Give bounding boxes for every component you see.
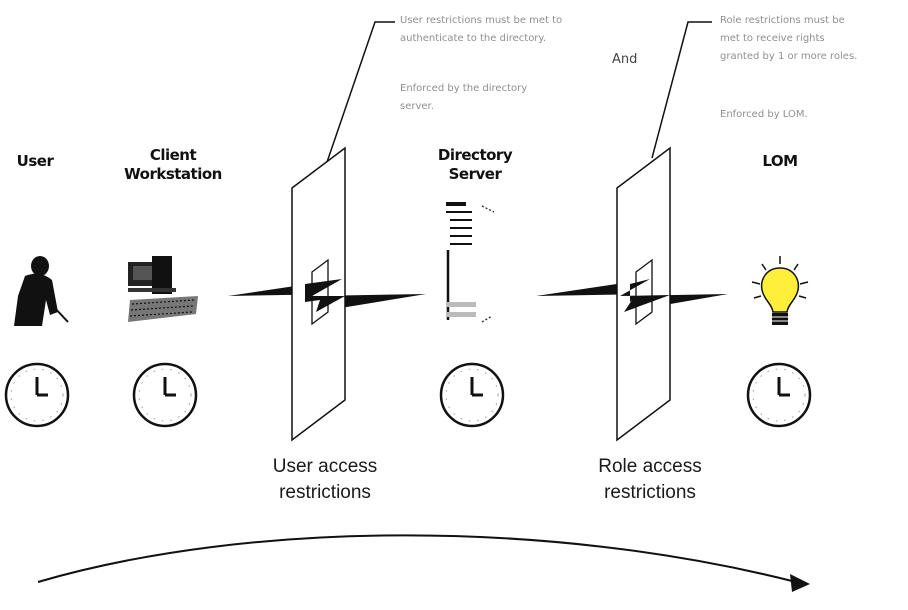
role-callout-leader [651, 21, 712, 159]
lom-label: LOM [762, 152, 798, 170]
client-workstation-label: Client Workstation [124, 146, 222, 183]
role-restriction-note: Role restrictions must be met to receive… [720, 15, 858, 62]
clock-icon [439, 362, 505, 428]
server-tower-icon [446, 202, 495, 323]
and-connector-text: And [612, 52, 638, 67]
user-callout-leader [325, 21, 395, 166]
role-access-barrier [616, 146, 671, 442]
user-label: User [16, 152, 54, 170]
user-restriction-note: User restrictions must be met to authent… [400, 15, 563, 44]
role-enforced-note: Enforced by LOM. [720, 109, 808, 120]
clock-icon [4, 362, 70, 428]
computer-workstation-icon [128, 256, 198, 322]
user-access-restrictions-label: User access restrictions [272, 456, 378, 503]
user-access-barrier [291, 146, 346, 442]
directory-server-label: Directory Server [437, 146, 513, 183]
clock-icon [746, 362, 812, 428]
person-at-desk-icon [14, 256, 69, 326]
role-access-restrictions-label: Role access restrictions [598, 456, 702, 503]
flow-arrow [37, 534, 793, 583]
clock-icon [132, 362, 198, 428]
user-enforced-note: Enforced by the directory server. [400, 83, 528, 112]
flow-arrow-head [790, 574, 810, 592]
light-bulb-icon [751, 256, 809, 325]
